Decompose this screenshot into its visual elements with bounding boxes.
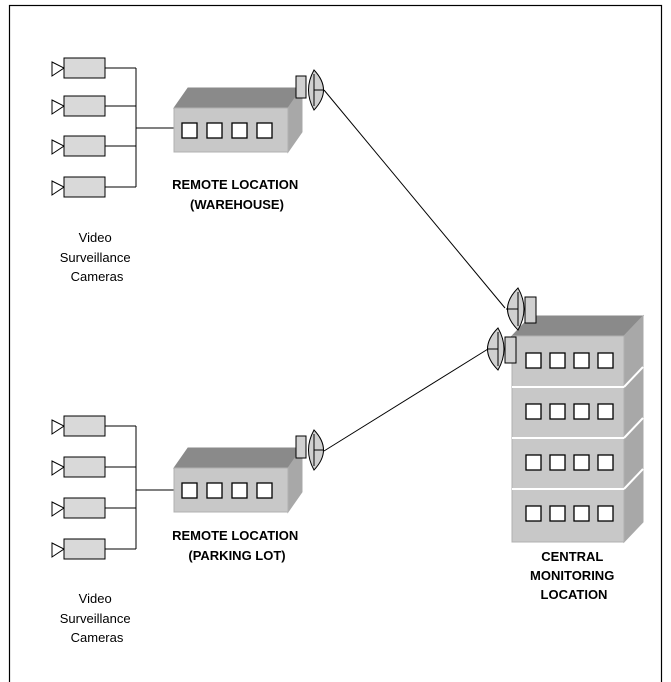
camera-icon xyxy=(51,57,106,79)
camera-icon xyxy=(51,538,106,560)
satellite-dish-icon xyxy=(506,287,537,331)
cameras-bottom-label: Video Surveillance Cameras xyxy=(60,591,134,645)
cameras-top-line-3: Cameras xyxy=(71,269,124,284)
parking-label-line-2: (PARKING LOT) xyxy=(188,548,285,563)
tower-windows xyxy=(525,352,614,522)
link-warehouse-central xyxy=(323,89,506,309)
parking-label-line-1: REMOTE LOCATION xyxy=(172,528,298,543)
satellite-dish-icon xyxy=(295,69,324,111)
cameras-bottom-line-3: Cameras xyxy=(71,630,124,645)
camera-group-top: Video Surveillance Cameras xyxy=(51,57,174,284)
camera-icon xyxy=(51,456,106,478)
warehouse-label-line-2: (WAREHOUSE) xyxy=(190,197,284,212)
camera-icon xyxy=(51,135,106,157)
building-icon xyxy=(173,446,303,514)
camera-icon xyxy=(51,415,106,437)
building-windows xyxy=(181,122,273,139)
office-tower-icon xyxy=(510,314,645,544)
cameras-bottom-line-2: Surveillance xyxy=(60,611,131,626)
link-parking-central xyxy=(323,348,489,452)
satellite-dish-icon xyxy=(295,429,324,471)
camera-bus-top xyxy=(105,67,174,188)
central-label: CENTRAL MONITORING LOCATION xyxy=(530,549,618,602)
warehouse-label-line-1: REMOTE LOCATION xyxy=(172,177,298,192)
warehouse-label: REMOTE LOCATION (WAREHOUSE) xyxy=(172,177,302,212)
parking-label: REMOTE LOCATION (PARKING LOT) xyxy=(172,528,302,563)
tower-floor-lines xyxy=(512,366,644,490)
cameras-top-label: Video Surveillance Cameras xyxy=(60,230,134,284)
cameras-top-line-2: Surveillance xyxy=(60,250,131,265)
satellite-dish-icon xyxy=(487,327,517,371)
camera-icon xyxy=(51,95,106,117)
wireless-links xyxy=(323,89,506,452)
central-label-line-3: LOCATION xyxy=(541,587,608,602)
cameras-top-line-1: Video xyxy=(79,230,112,245)
cameras-bottom-line-1: Video xyxy=(79,591,112,606)
frame-border xyxy=(8,4,663,682)
camera-icon xyxy=(51,497,106,519)
building-windows xyxy=(181,482,273,499)
central-label-line-2: MONITORING xyxy=(530,568,614,583)
building-icon xyxy=(173,86,303,154)
camera-icon xyxy=(51,176,106,198)
camera-bus-bottom xyxy=(105,425,174,550)
camera-group-bottom: Video Surveillance Cameras xyxy=(51,415,174,645)
central-label-line-1: CENTRAL xyxy=(541,549,603,564)
